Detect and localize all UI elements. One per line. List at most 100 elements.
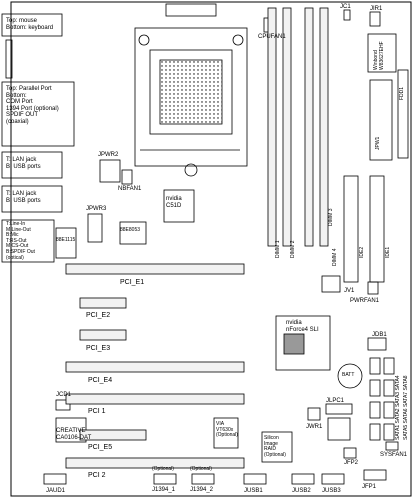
jpwr3-connector <box>87 213 103 243</box>
winbond-chip <box>367 33 397 73</box>
jpwr2-connector <box>99 159 121 183</box>
dimm4-label: DIMM 4 <box>332 248 338 267</box>
cpu-socket-frame <box>134 27 248 167</box>
connector-tab <box>5 39 13 79</box>
pwrfan-label: PWRFAN1 <box>350 298 380 304</box>
ide1-connector <box>369 175 385 283</box>
jpw1-label: JPW1 <box>375 136 381 150</box>
silicon-image-chip <box>261 431 293 463</box>
jir1-label: JIR1 <box>370 6 383 12</box>
cpu-screw-bottom <box>184 163 198 177</box>
pcie-e1-label: PCI_E1 <box>120 279 145 286</box>
pcie-e3-label: PCI_E3 <box>86 345 111 352</box>
jir1-header <box>369 11 381 27</box>
sata-connector-1 <box>369 357 381 375</box>
jwr1-header <box>307 407 321 421</box>
dimm-slot-4 <box>319 7 329 247</box>
sata-right-label: SATA5 SATA6 SATA7 SATA8 <box>403 375 409 440</box>
jusb2-header <box>291 473 315 485</box>
dimm2-label: DIMM 2 <box>290 240 296 259</box>
silicon-image-label: Silicon Image RAID (Optional) <box>264 435 286 458</box>
dimm1-label: DIMM 1 <box>275 240 281 259</box>
pcie-slot-e5 <box>79 429 147 441</box>
jusb3-label: JUSB3 <box>322 488 341 494</box>
sata-connector-4 <box>383 379 395 397</box>
audio-label: T:Line-In M:Line-Out B:Mic T:RS-Out M:CS… <box>6 221 35 261</box>
jaud1-header <box>43 473 67 485</box>
cpu-socket-lever-top <box>165 3 217 17</box>
jfp2-header <box>343 447 357 459</box>
jv1-header <box>321 275 341 293</box>
nforce-chip <box>275 315 331 371</box>
audio-ports <box>1 219 55 263</box>
sata-connector-6 <box>383 401 395 419</box>
optional-1-label: (Optional) <box>152 466 174 472</box>
jpwr2-label: JPWR2 <box>98 152 119 158</box>
jcd1-header <box>55 399 71 411</box>
pci1-label: PCI 1 <box>88 408 106 415</box>
j1394-1-header <box>153 473 177 485</box>
pcie-slot-e1 <box>65 263 245 275</box>
parallel-port <box>1 81 75 147</box>
ide2-connector <box>343 175 359 283</box>
via-chip <box>213 417 239 449</box>
dimm-slot-3 <box>304 7 314 247</box>
jpw1-connector <box>369 79 393 161</box>
sysfan-header <box>385 441 399 451</box>
mouse-keyboard-port <box>1 13 63 37</box>
jusb1-header <box>243 473 267 485</box>
sata-connector-8 <box>383 423 395 441</box>
nbfan-header <box>121 169 133 185</box>
pcie-slot-e4 <box>65 361 245 373</box>
jusb2-label: JUSB2 <box>292 488 311 494</box>
lan-usb-2-label: T: LAN jack B: USB ports <box>6 191 41 204</box>
jc1-label: JC1 <box>340 4 351 10</box>
optional-2-label: (Optional) <box>190 466 212 472</box>
dimm-slot-2 <box>282 7 292 247</box>
lan-controller-88e8053 <box>119 221 147 245</box>
sysfan-label: SYSFAN1 <box>380 452 408 458</box>
battery <box>337 363 363 389</box>
mouse-keyboard-label: Top: mouse Bottom: keyboard <box>6 18 54 31</box>
cpu-socket-core <box>159 59 223 125</box>
j1394-2-label: J1394_2 <box>190 487 214 493</box>
jpwr3-label: JPWR3 <box>86 206 107 212</box>
ide2-label: IDE2 <box>359 246 365 258</box>
lan-usb-port-1 <box>1 151 63 179</box>
pcie-e4-label: PCI_E4 <box>88 377 113 384</box>
sata-connector-7 <box>369 423 381 441</box>
via-label: VIA VT630x (Optional) <box>216 421 238 439</box>
jfp1-header <box>363 469 387 481</box>
pcie-slot-e3 <box>79 329 127 341</box>
board-outline <box>10 1 412 497</box>
lan-usb-port-2 <box>1 185 63 213</box>
nforce-label: nvidia nForce4 SLI <box>286 320 319 333</box>
lan-controller-label: 88E8053 <box>120 227 141 233</box>
jlpc1-header <box>325 403 353 415</box>
pci-slot-2 <box>65 457 245 469</box>
cpu-screw-right <box>232 34 244 46</box>
lan-usb-1-label: T: LAN jack B: USB ports <box>6 157 41 170</box>
dimm3-label: DIMM 3 <box>328 208 334 227</box>
nbfan-label: NBFAN1 <box>118 186 142 192</box>
winbond-label: Winbond W83627EHF <box>373 41 385 70</box>
cpufan-label: CPUFAN1 <box>258 34 286 40</box>
sata-connector-5 <box>369 401 381 419</box>
pcie-slot-e2 <box>79 297 127 309</box>
pcie-e2-label: PCI_E2 <box>86 312 111 319</box>
pwrfan-header <box>367 281 379 295</box>
nforce-die <box>283 333 305 355</box>
creative-label: CREATIVE CA0106-DAT <box>56 428 92 441</box>
pcie-e5-label: PCI_E5 <box>88 444 113 451</box>
battery-label: BATT <box>342 372 355 378</box>
phy-88e1115 <box>55 227 77 259</box>
phy-label: 88E1115 <box>56 237 76 243</box>
jwr1-label: JWR1 <box>306 424 323 430</box>
jc1-header <box>343 9 351 21</box>
jfp2-label: JFP2 <box>344 460 359 466</box>
jcd1-label: JCD1 <box>56 392 72 398</box>
fdd1-label: FDD1 <box>399 86 405 100</box>
parallel-port-label: Top: Parallel Port Bottom: COM Port 1394… <box>6 86 59 125</box>
nvidia-c51d-label: nvidia C51D <box>166 196 182 209</box>
